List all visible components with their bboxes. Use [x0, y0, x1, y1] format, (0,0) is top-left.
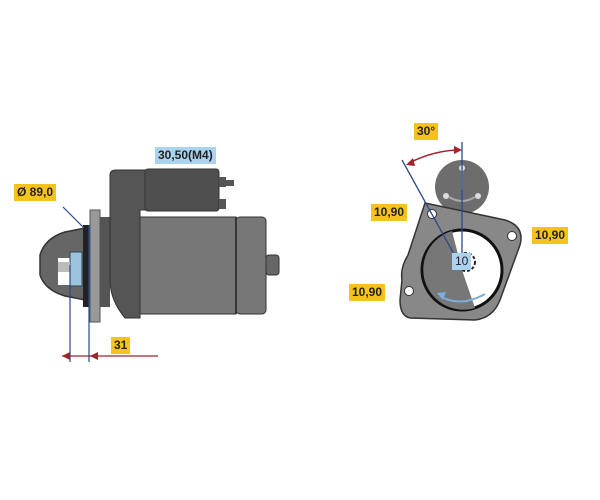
motor-yoke	[139, 216, 237, 315]
flange-gasket	[83, 225, 90, 307]
pinion	[69, 251, 83, 287]
hole-label-right: 10,90	[532, 227, 569, 244]
solenoid-terminal-bottom	[219, 199, 226, 209]
teeth-count-label: 10	[452, 253, 472, 270]
mounting-flange	[89, 209, 101, 323]
terminal-label: 30,50(M4)	[155, 147, 216, 164]
offset-label: 31	[111, 337, 131, 354]
drive-end-housing	[109, 169, 149, 319]
solenoid	[144, 168, 220, 212]
hole-label-top-left: 10,90	[371, 204, 408, 221]
side-view-motor	[39, 168, 280, 323]
side-view-dimensions	[62, 206, 158, 362]
end-bearing	[265, 254, 280, 276]
front-view-motor	[399, 160, 522, 321]
commutator-end-cap	[235, 216, 267, 315]
diameter-label: Ø 89,0	[14, 184, 57, 201]
solenoid-terminal-top	[219, 177, 226, 187]
front-view-dimensions	[401, 142, 463, 257]
angle-label: 30°	[414, 123, 439, 140]
angle-arrow	[408, 149, 461, 164]
hole-label-bottom-left: 10,90	[349, 284, 386, 301]
diameter-leader	[62, 206, 85, 229]
